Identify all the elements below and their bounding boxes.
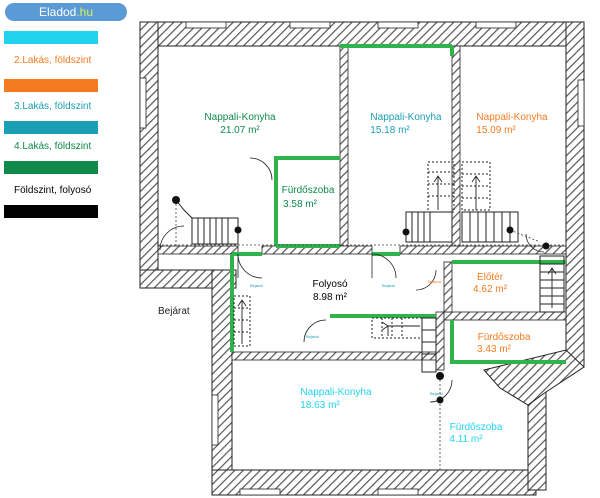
junction-dots (172, 196, 550, 404)
room-5-area: 8.98 m² (313, 292, 348, 303)
door-tag-5: Bejárat (430, 391, 444, 396)
staircases (175, 161, 565, 373)
door-tags: Bejárat Bejárat Bejárat Bejárat Bejárat (250, 279, 444, 396)
room-2-area: 15.18 m² (370, 125, 410, 136)
room-7-area: 3.43 m² (477, 344, 512, 355)
room-3-name: Nappali-Konyha (476, 112, 548, 123)
legend-swatch-1 (4, 31, 98, 44)
legend-label-2: 2.Lakás, földszint (14, 55, 92, 66)
room-5-name: Folyosó (312, 279, 347, 290)
room-labels: Nappali-Konyha 21.07 m² Nappali-Konyha 1… (204, 112, 548, 445)
legend-swatch-5 (4, 205, 98, 218)
legend-label-4: 4.Lakás, földszint (14, 141, 92, 152)
room-9-name: Fürdőszoba (450, 422, 503, 433)
room-8-area: 18.63 m² (300, 400, 340, 411)
dashed-lines (158, 200, 566, 470)
door-tag-2: Bejárat (382, 283, 396, 288)
room-6-area: 4.62 m² (473, 284, 508, 295)
room-2-name: Nappali-Konyha (370, 112, 442, 123)
door-tag-3: Bejárat (428, 279, 442, 284)
legend-label-5: Földszint, folyosó (14, 185, 92, 196)
door-swings (159, 157, 545, 403)
highlight-walls (230, 44, 566, 364)
room-4-area: 3.58 m² (283, 199, 318, 210)
stair-arrows (237, 175, 557, 344)
brand-badge[interactable]: Eladod.hu (5, 3, 127, 21)
legend-swatch-3 (4, 121, 98, 134)
room-8-name: Nappali-Konyha (300, 387, 372, 398)
legend-label-3: 3.Lakás, földszint (14, 101, 92, 112)
room-1-area: 21.07 m² (220, 125, 260, 136)
brand-name: Eladod (38, 5, 77, 19)
legend-swatch-2 (4, 79, 98, 92)
room-1-name: Nappali-Konyha (204, 112, 276, 123)
interior-walls (157, 45, 567, 371)
room-6-name: Előtér (477, 272, 504, 283)
room-7-name: Fürdőszoba (478, 332, 531, 343)
door-tag-1: Bejárat (250, 283, 264, 288)
brand-tld: .hu (76, 5, 94, 19)
entrance-label: Bejárat (158, 306, 190, 317)
room-9-area: 4.11 m² (449, 434, 483, 445)
outer-walls (139, 21, 585, 496)
room-4-name: Fürdőszoba (282, 185, 335, 196)
door-tag-4: Bejárat (306, 334, 320, 339)
legend-swatch-4 (4, 161, 98, 174)
room-3-area: 15.09 m² (476, 125, 516, 136)
